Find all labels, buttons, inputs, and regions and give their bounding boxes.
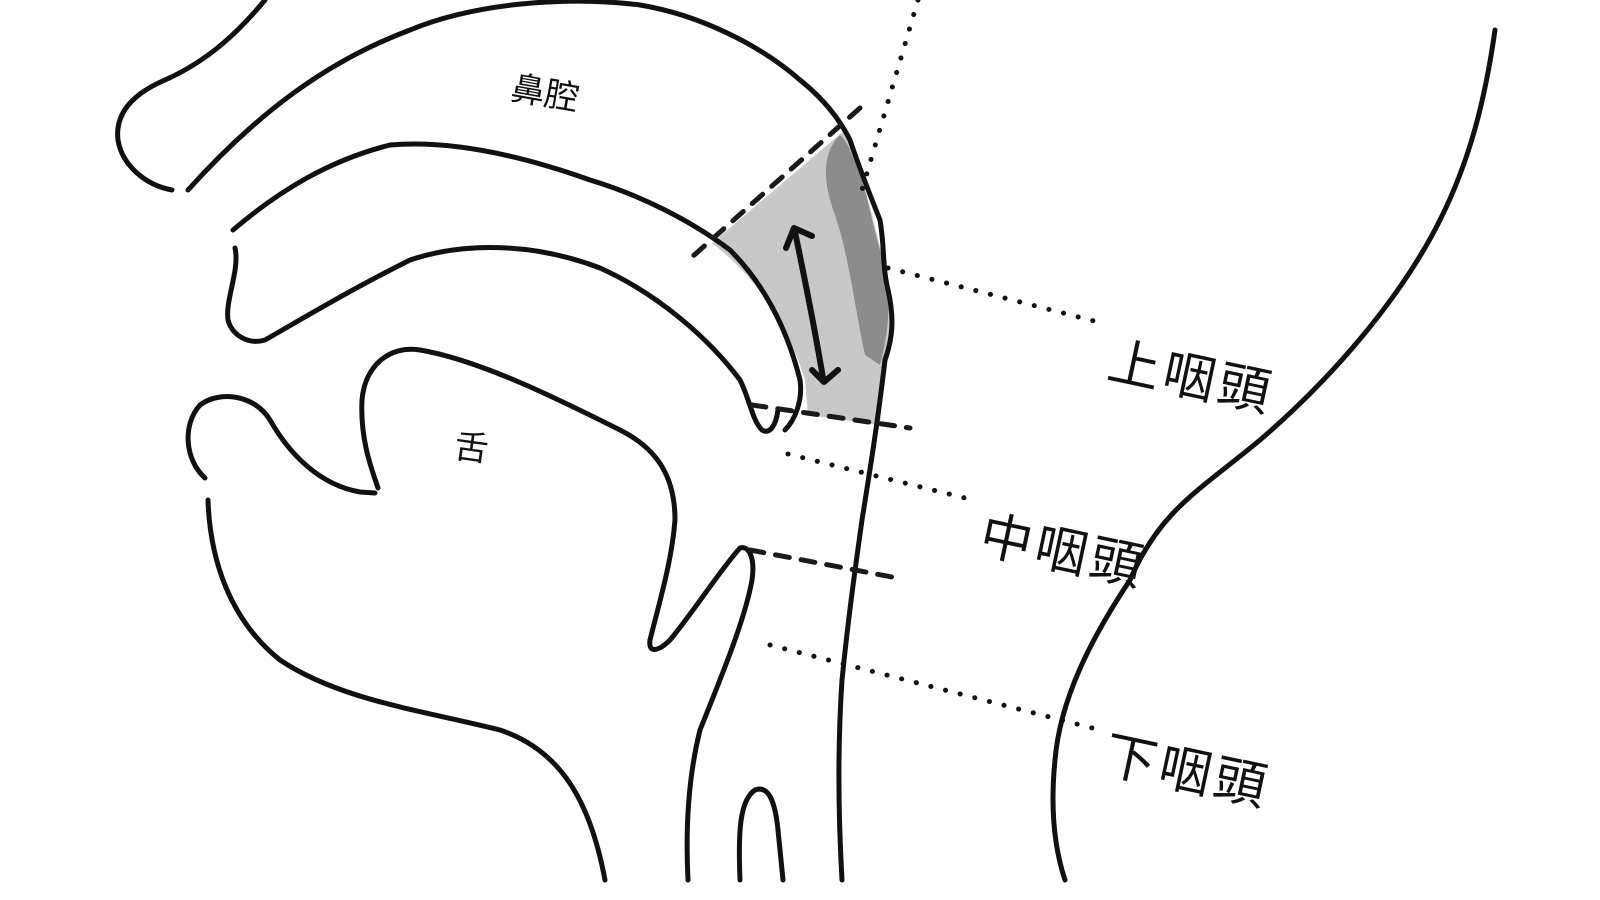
- tongue-label: 舌: [451, 426, 491, 471]
- nasal-cavity-upper-outline: [185, 0, 895, 363]
- larynx-inner-outline: [736, 786, 786, 883]
- double-arrow-icon: [783, 225, 841, 385]
- oropharynx-lower-boundary: [747, 547, 895, 580]
- tongue-outline: [359, 346, 756, 883]
- oropharynx-leader-line: [785, 451, 968, 501]
- nasopharynx-leader-line: [885, 265, 1101, 325]
- nasopharynx-lower-boundary: [749, 402, 913, 431]
- nose-outline: [115, 0, 268, 193]
- lip-outline: [185, 394, 378, 496]
- posterior-pharyngeal-wall: [836, 357, 888, 883]
- hypopharynx-leader-line: [767, 642, 1103, 733]
- nasopharynx-upper-boundary: [689, 105, 863, 260]
- chin-outline: [205, 497, 608, 883]
- palate-lower-outline: [225, 245, 781, 434]
- neck-back-outline: [1050, 27, 1498, 883]
- adenoid-dark-region: [825, 135, 889, 365]
- adenoid-leader-line: [859, 0, 921, 193]
- palate-upper-outline: [230, 141, 804, 433]
